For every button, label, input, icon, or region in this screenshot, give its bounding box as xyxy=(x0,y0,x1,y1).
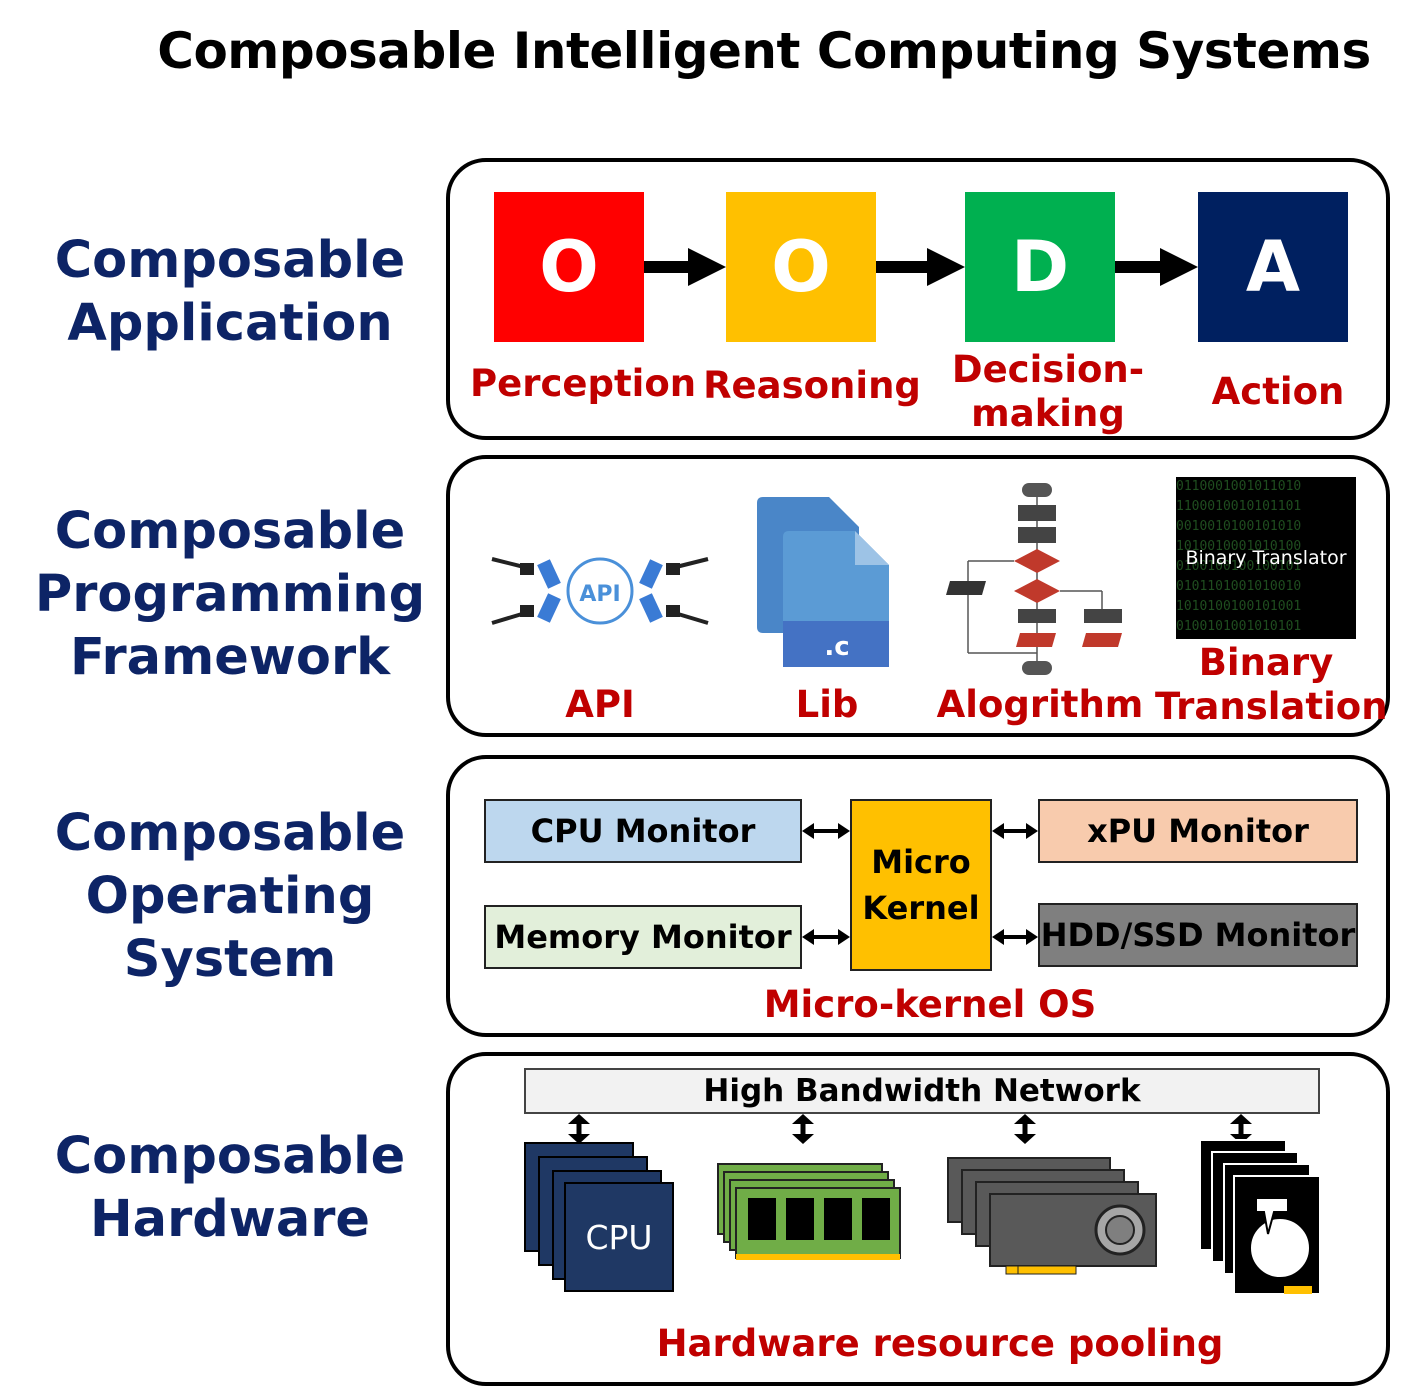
caption-line: making xyxy=(971,392,1125,435)
caption-line: Binary xyxy=(1198,641,1334,684)
ooda-act-box: A xyxy=(1198,192,1348,342)
caption-algorithm: Alogrithm xyxy=(936,683,1144,726)
vertical-double-arrow-icon xyxy=(1014,1114,1036,1144)
memory-module-stack-icon xyxy=(717,1163,901,1260)
ooda-decide-box: D xyxy=(965,192,1115,342)
api-icon-text: API xyxy=(579,582,620,607)
c-file-icon: .c xyxy=(757,497,889,667)
label-line: Hardware xyxy=(89,1190,371,1249)
label-line: Composable xyxy=(54,502,406,561)
kernel-label-line: Kernel xyxy=(862,889,980,927)
double-arrow-icon xyxy=(802,929,850,945)
panel-os: CPU Monitor Memory Monitor Micro Kernel … xyxy=(446,755,1390,1037)
caption-action: Action xyxy=(1211,370,1345,413)
right-arrow-icon xyxy=(876,248,965,286)
layer-label-framework: Composable Programming Framework xyxy=(20,500,440,689)
ooda-orient-box: O xyxy=(726,192,876,342)
label-line: Operating xyxy=(85,867,375,926)
caption-reasoning: Reasoning xyxy=(703,364,921,407)
caption-line: Translation xyxy=(1155,685,1388,728)
micro-kernel-box: Micro Kernel xyxy=(850,799,992,971)
high-bandwidth-network-bar: High Bandwidth Network xyxy=(524,1068,1320,1114)
cpu-chip-icon: CPU xyxy=(564,1182,674,1292)
label-line: Framework xyxy=(69,628,391,687)
memory-monitor-box: Memory Monitor xyxy=(484,905,802,969)
caption-perception: Perception xyxy=(470,362,697,405)
label-line: Composable xyxy=(54,231,406,290)
caption-api: API xyxy=(565,683,635,726)
panel-application: O O D A Perception Reasoning Decision- m… xyxy=(446,158,1390,440)
caption-lib: Lib xyxy=(795,683,859,726)
label-line: Application xyxy=(67,294,393,353)
label-line: Programming xyxy=(34,565,426,624)
layer-label-hardware: Composable Hardware xyxy=(20,1125,440,1251)
ooda-observe-box: O xyxy=(494,192,644,342)
layer-label-application: Composable Application xyxy=(20,229,440,355)
double-arrow-icon xyxy=(992,929,1038,945)
panel-framework: API API .c Lib xyxy=(446,455,1390,737)
right-arrow-icon xyxy=(1115,248,1198,286)
label-line: System xyxy=(123,930,337,989)
right-arrow-icon xyxy=(644,248,726,286)
caption-hardware-resource-pooling: Hardware resource pooling xyxy=(656,1322,1224,1365)
kernel-label-line: Micro xyxy=(871,843,971,881)
hdd-ssd-monitor-box: HDD/SSD Monitor xyxy=(1038,903,1358,967)
layer-label-os: Composable Operating System xyxy=(20,802,440,991)
caption-binary-translation: Binary Translation xyxy=(1155,641,1388,729)
api-plug-icon: API xyxy=(491,557,709,625)
binary-translator-text: Binary Translator xyxy=(1185,547,1347,569)
panel-hardware: High Bandwidth Network CPU xyxy=(446,1052,1390,1386)
cpu-monitor-box: CPU Monitor xyxy=(484,799,802,863)
caption-decision-making: Decision- making xyxy=(938,348,1158,436)
flowchart-icon xyxy=(946,483,1122,675)
double-arrow-icon xyxy=(992,823,1038,839)
c-file-icon-text: .c xyxy=(824,632,849,662)
label-line: Composable xyxy=(54,1127,406,1186)
label-line: Composable xyxy=(54,804,406,863)
caption-micro-kernel-os: Micro-kernel OS xyxy=(763,983,1097,1026)
gpu-card-stack-icon xyxy=(947,1157,1157,1275)
double-arrow-icon xyxy=(802,823,850,839)
vertical-double-arrow-icon xyxy=(792,1114,814,1144)
hard-disk-stack-icon xyxy=(1199,1139,1321,1295)
xpu-monitor-box: xPU Monitor xyxy=(1038,799,1358,863)
page-title: Composable Intelligent Computing Systems xyxy=(157,22,1371,80)
caption-line: Decision- xyxy=(951,348,1145,391)
vertical-double-arrow-icon xyxy=(568,1114,590,1144)
